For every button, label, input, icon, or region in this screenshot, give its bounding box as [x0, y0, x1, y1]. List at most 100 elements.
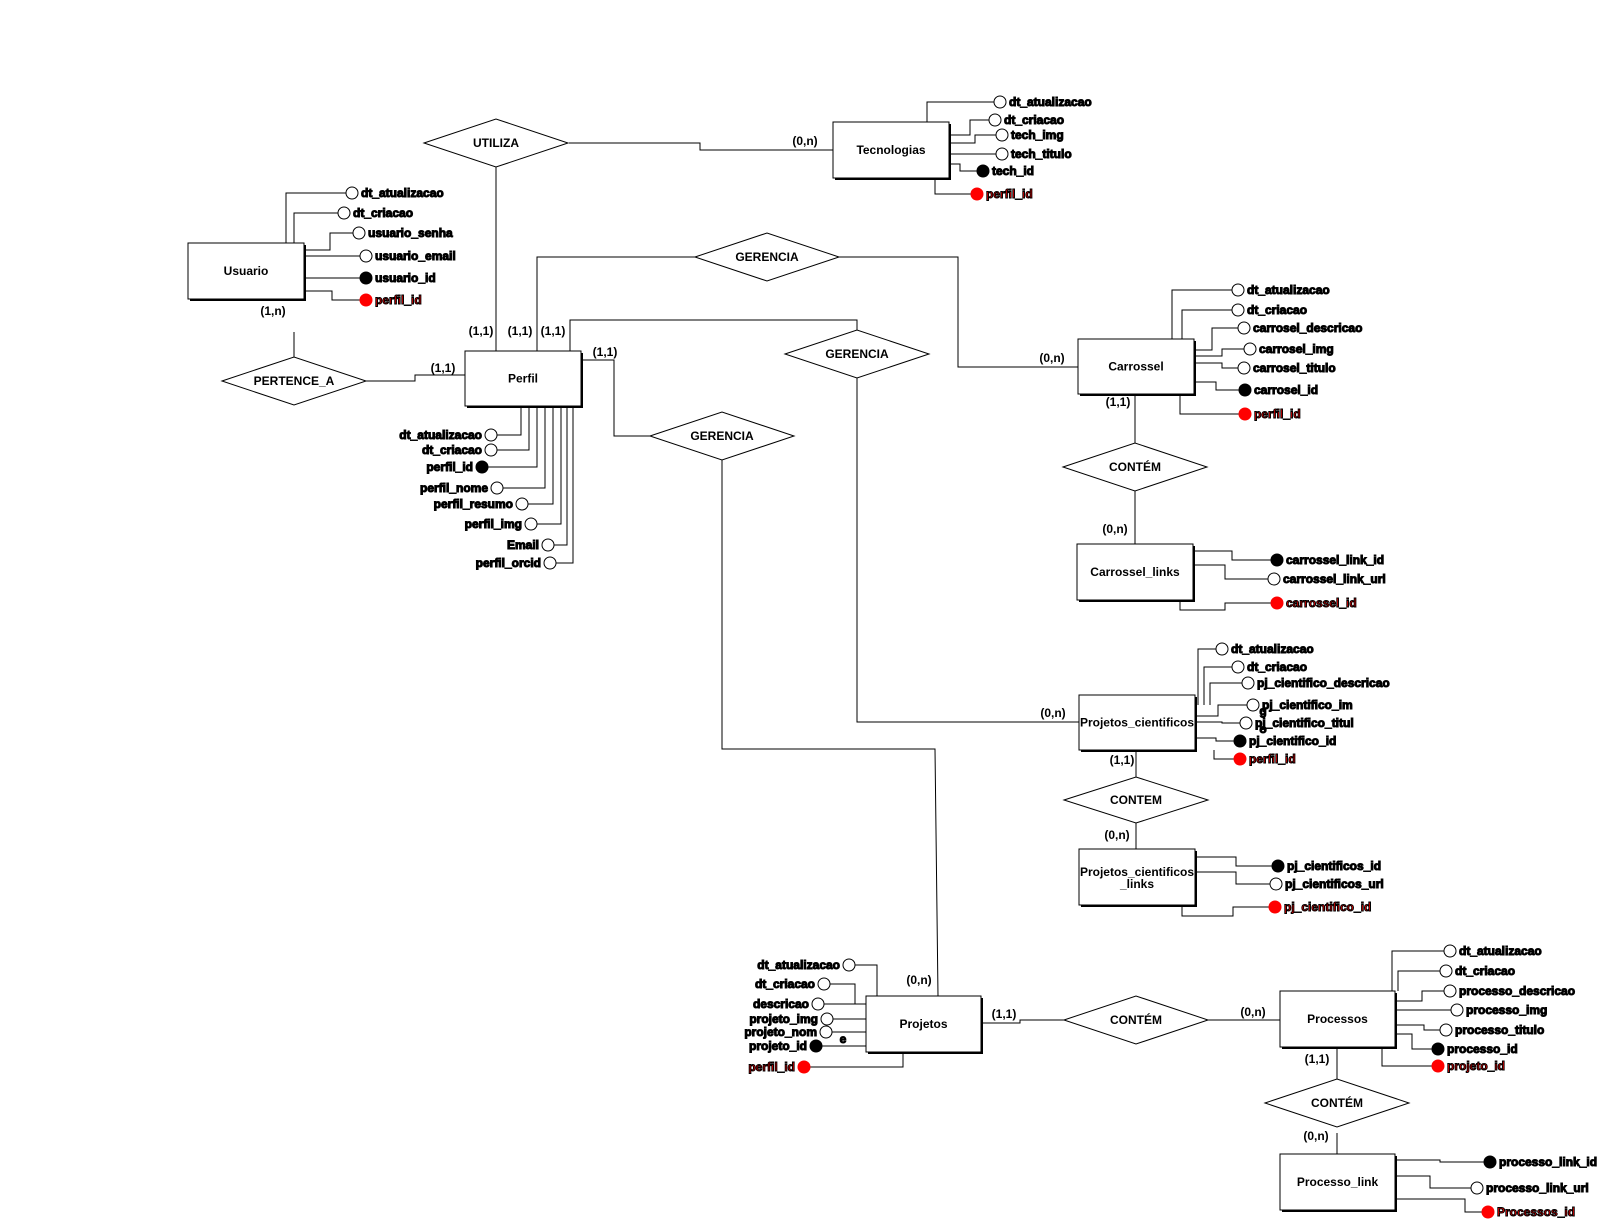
- attribute-processos[interactable]: processo_img: [1395, 1003, 1548, 1018]
- attribute-projetos[interactable]: dt_criacao: [754, 977, 856, 1004]
- attribute-label: projeto_img: [749, 1012, 818, 1026]
- attribute-carrossel-links[interactable]: carrossel_id: [1179, 596, 1357, 611]
- attribute-perfil[interactable]: perfil_img: [464, 406, 562, 532]
- entity-carrossel-links[interactable]: Carrossel_links: [1076, 543, 1195, 602]
- entity-label: Projetos: [899, 1017, 947, 1031]
- relationship-gerencia-projetos[interactable]: GERENCIA: [648, 411, 796, 461]
- attribute-label: carrosel_titulo: [1253, 361, 1336, 375]
- attribute-projetos-cientificos[interactable]: perfil_id: [1213, 750, 1296, 767]
- attribute-processos[interactable]: processo_titulo: [1395, 1023, 1545, 1038]
- attribute-projetos-cientificos[interactable]: pj_cientifico_descricao: [1209, 676, 1390, 705]
- attribute-pc-links[interactable]: pj_cientificos_id: [1195, 856, 1382, 874]
- relationship-label: CONTÉM: [1109, 459, 1161, 474]
- relationship-contem-projetos[interactable]: CONTÉM: [1062, 995, 1210, 1045]
- attribute-projetos-cientificos[interactable]: pj_cientifico_id: [1195, 734, 1337, 749]
- attribute-label: perfil_orcid: [476, 556, 541, 570]
- entity-carrossel[interactable]: Carrossel: [1077, 338, 1196, 396]
- attribute-processos[interactable]: processo_id: [1395, 1033, 1518, 1057]
- attribute-usuario[interactable]: usuario_senha: [304, 226, 454, 251]
- attribute-processos[interactable]: projeto_id: [1381, 1047, 1506, 1074]
- attribute-label: dt_atualizacao: [757, 958, 840, 972]
- attribute-usuario[interactable]: usuario_email: [304, 249, 456, 264]
- entity-processos[interactable]: Processos: [1279, 990, 1397, 1049]
- attribute-projetos-cientificos[interactable]: pj_cientifico_titul: [1195, 716, 1354, 731]
- connectors: [293, 142, 1338, 1154]
- entity-pc-links[interactable]: Projetos_cientificos_links: [1078, 848, 1197, 907]
- attribute-projetos[interactable]: projeto_nom: [744, 1025, 866, 1040]
- attribute-perfil[interactable]: perfil_id: [426, 406, 538, 475]
- attribute-processos[interactable]: processo_descricao: [1395, 984, 1576, 1002]
- entity-perfil[interactable]: Perfil: [464, 350, 583, 408]
- attribute-perfil[interactable]: perfil_orcid: [475, 406, 574, 571]
- relationship-pertence-a[interactable]: PERTENCE_A: [220, 356, 368, 406]
- attribute-label: dt_criacao: [1247, 303, 1307, 317]
- attribute-label-wrap: g: [1259, 704, 1266, 718]
- attribute-tecnologias[interactable]: tech_id: [949, 163, 1035, 179]
- attribute-tecnologias[interactable]: tech_titulo: [949, 147, 1072, 162]
- attribute-perfil[interactable]: perfil_resumo: [433, 406, 554, 512]
- attributes: dt_atualizacaodt_criacaousuario_senhausu…: [285, 95, 1598, 1220]
- attribute-usuario[interactable]: perfil_id: [304, 290, 422, 308]
- attribute-perfil[interactable]: Email: [506, 406, 568, 553]
- attribute-processo-link[interactable]: processo_link_url: [1395, 1175, 1589, 1196]
- entity-projetos-cientificos[interactable]: Projetos_cientificos: [1078, 694, 1197, 752]
- attribute-label: pj_cientifico_id: [1249, 734, 1336, 748]
- attribute-processo-link[interactable]: Processos_id: [1395, 1198, 1576, 1220]
- attribute-carrossel[interactable]: carrosel_titulo: [1194, 361, 1336, 376]
- entity-processo-link[interactable]: Processo_link: [1279, 1153, 1397, 1212]
- attribute-projetos[interactable]: projeto_img: [749, 1012, 866, 1027]
- attribute-label: usuario_senha: [368, 226, 453, 240]
- cardinality-label: (1,1): [431, 361, 456, 375]
- attribute-carrossel-links[interactable]: carrossel_link_url: [1193, 564, 1386, 587]
- attribute-projetos[interactable]: projeto_id: [748, 1039, 866, 1054]
- attribute-carrossel[interactable]: dt_atualizacao: [1171, 283, 1330, 339]
- attribute-tecnologias[interactable]: dt_atualizacao: [926, 95, 1092, 122]
- attribute-processos[interactable]: dt_criacao: [1397, 964, 1516, 991]
- cardinality-label: (0,n): [1102, 522, 1127, 536]
- attribute-usuario[interactable]: dt_criacao: [293, 206, 414, 243]
- connector-gerencia-pc: [856, 378, 1079, 723]
- attribute-label: tech_img: [1011, 128, 1064, 142]
- attribute-carrossel-links[interactable]: carrossel_link_id: [1193, 550, 1385, 568]
- entity-label: Perfil: [508, 372, 538, 386]
- relationship-label: PERTENCE_A: [254, 374, 335, 388]
- attribute-pc-links[interactable]: pj_cientifico_id: [1181, 900, 1372, 917]
- relationship-utiliza[interactable]: UTILIZA: [422, 118, 570, 168]
- entity-tecnologias[interactable]: Tecnologias: [832, 121, 951, 180]
- attribute-perfil[interactable]: dt_atualizacao: [399, 406, 522, 443]
- attribute-projetos-cientificos[interactable]: pj_cientifico_im: [1195, 698, 1353, 717]
- attribute-tecnologias[interactable]: dt_criacao: [949, 113, 1065, 136]
- attribute-usuario[interactable]: dt_atualizacao: [285, 186, 444, 243]
- relationship-gerencia-carrossel[interactable]: GERENCIA: [693, 232, 841, 282]
- attribute-label: dt_criacao: [1004, 113, 1064, 127]
- attribute-carrossel[interactable]: carrosel_img: [1194, 342, 1334, 357]
- connector-perfil-gerencia-projetos: [581, 359, 651, 437]
- entity-usuario[interactable]: Usuario: [187, 242, 306, 301]
- attribute-label: carrossel_id: [1286, 596, 1357, 610]
- relationship-contem-carrossel[interactable]: CONTÉM: [1061, 442, 1209, 492]
- attribute-carrossel[interactable]: carrosel_descricao: [1194, 321, 1363, 351]
- attribute-projetos[interactable]: descricao: [752, 997, 867, 1013]
- relationship-gerencia-pc[interactable]: GERENCIA: [783, 329, 931, 379]
- attribute-processos[interactable]: dt_atualizacao: [1391, 944, 1542, 991]
- attribute-pc-links[interactable]: pj_cientificos_url: [1195, 871, 1384, 892]
- attribute-projetos-cientificos[interactable]: dt_atualizacao: [1197, 642, 1314, 705]
- attribute-perfil[interactable]: perfil_nome: [419, 406, 546, 496]
- relationship-contem-processos[interactable]: CONTÉM: [1263, 1078, 1411, 1128]
- attribute-perfil[interactable]: dt_criacao: [421, 406, 530, 458]
- attribute-tecnologias[interactable]: perfil_id: [934, 178, 1033, 202]
- attribute-processo-link[interactable]: processo_link_id: [1395, 1155, 1598, 1170]
- entity-projetos[interactable]: Projetos: [865, 995, 983, 1054]
- attribute-projetos-cientificos[interactable]: dt_criacao: [1203, 660, 1308, 705]
- attribute-projetos[interactable]: dt_atualizacao: [757, 958, 878, 996]
- relationship-contem-pc[interactable]: CONTEM: [1062, 776, 1210, 824]
- attribute-carrossel[interactable]: dt_criacao: [1181, 303, 1308, 339]
- attribute-carrossel[interactable]: perfil_id: [1179, 394, 1301, 422]
- attribute-carrossel[interactable]: carrosel_id: [1194, 381, 1319, 398]
- attribute-usuario[interactable]: usuario_id: [304, 271, 436, 286]
- attribute-projetos[interactable]: perfil_id: [748, 1052, 904, 1075]
- attribute-tecnologias[interactable]: tech_img: [949, 128, 1064, 144]
- attribute-label: projeto_id: [749, 1039, 807, 1053]
- attribute-label: pj_cientificos_url: [1285, 877, 1384, 891]
